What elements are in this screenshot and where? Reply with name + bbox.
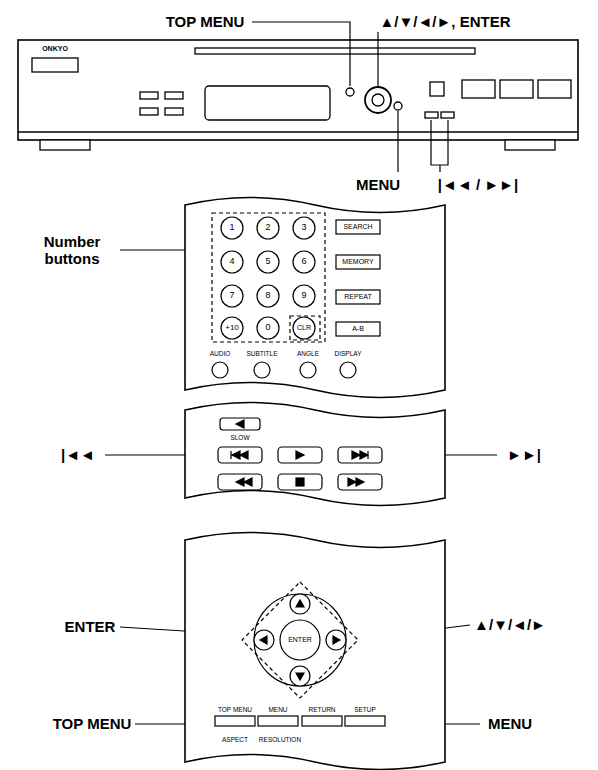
- brand-logo: ONKYO: [42, 45, 68, 53]
- callout-label: Number buttons: [32, 234, 112, 267]
- callout-label: |◄◄ / ►►|: [438, 177, 518, 194]
- button-label: 5: [265, 257, 270, 267]
- button-label: 8: [265, 291, 270, 301]
- button-label: 4: [229, 257, 234, 267]
- remote-buttons: [212, 213, 385, 726]
- remote-control: [185, 198, 445, 770]
- button-label: 0: [265, 323, 270, 333]
- button-label: CLR: [297, 324, 311, 332]
- callout-label: ENTER: [65, 619, 116, 636]
- button-label: A-B: [352, 325, 364, 333]
- callout-label: TOP MENU: [166, 14, 245, 31]
- button-label: TOP MENU: [218, 706, 252, 713]
- button-label: MENU: [268, 706, 287, 713]
- button-label: 2: [265, 223, 270, 233]
- button-label: SUBTITLE: [246, 350, 277, 357]
- button-label: ANGLE: [297, 350, 319, 357]
- button-label: MEMORY: [342, 258, 373, 266]
- callout-label: |◄◄: [61, 447, 95, 464]
- callout-label: TOP MENU: [53, 716, 132, 733]
- button-label: AUDIO: [210, 350, 231, 357]
- callout-label: MENU: [356, 177, 400, 194]
- button-label: RETURN: [308, 706, 335, 713]
- button-label: SEARCH: [343, 223, 372, 231]
- button-label: +10: [225, 324, 239, 333]
- dvd-player: [18, 40, 578, 150]
- button-label: ENTER: [288, 636, 312, 644]
- button-label: 7: [229, 291, 234, 301]
- callout-label: ▲/▼/◄/►, ENTER: [379, 14, 510, 31]
- callout-label: ►►|: [507, 447, 541, 464]
- button-label: 1: [229, 223, 234, 233]
- button-label: SLOW: [230, 434, 249, 441]
- button-label: 6: [301, 257, 306, 267]
- button-label: DISPLAY: [335, 350, 362, 357]
- button-label: 3: [301, 223, 306, 233]
- button-label: RESOLUTION: [259, 736, 301, 743]
- callout-label: MENU: [488, 716, 532, 733]
- callout-label: ▲/▼/◄/►: [474, 617, 546, 634]
- button-label: 9: [301, 291, 306, 301]
- button-label: SETUP: [354, 706, 376, 713]
- button-label: ASPECT: [222, 736, 248, 743]
- button-label: REPEAT: [344, 293, 372, 301]
